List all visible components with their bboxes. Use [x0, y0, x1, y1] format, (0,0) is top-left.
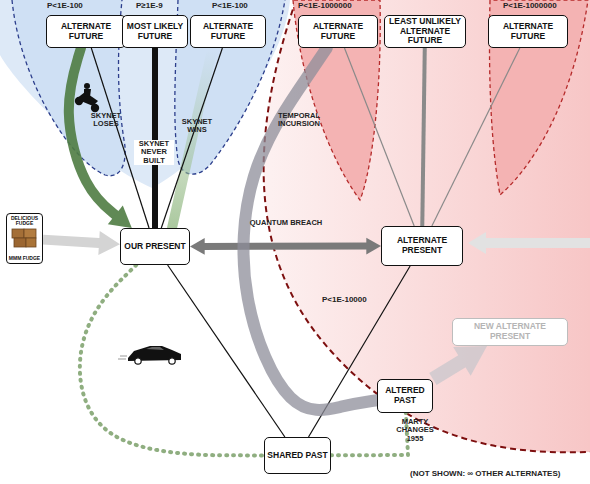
connector [190, 238, 381, 255]
connector [243, 48, 377, 410]
connector-line [161, 48, 222, 228]
future-region [293, 0, 380, 200]
node-text: ALTERNATE FUTURE [49, 22, 123, 41]
connector [80, 265, 264, 455]
motorcycle-silhouette [75, 83, 99, 112]
node-text: ALTERNATE PRESENT [384, 236, 460, 255]
connector-line [80, 265, 264, 455]
arrow-head [453, 346, 487, 376]
edge-label: SKYNET NEVER BUILT [134, 140, 174, 165]
future-box: ALTERNATE FUTURE [190, 15, 266, 48]
footnote: (NOT SHOWN: ∞ OTHER ALTERNATES) [410, 470, 560, 479]
faded-present-box: NEW ALTERNATE PRESENT [452, 318, 568, 346]
connector [161, 48, 222, 228]
future-box: ALTERNATE FUTURE [488, 15, 568, 48]
present-box: ALTERNATE PRESENT [381, 226, 463, 266]
connector [422, 48, 424, 226]
edge-label: TEMPORAL INCURSION [266, 112, 332, 129]
connector-line [243, 48, 377, 410]
connector-line [152, 48, 158, 228]
edge-label: SKYNET LOSES [86, 112, 126, 129]
node-text: ALTERNATE FUTURE [491, 22, 565, 41]
probability-label: P<1E-100 [212, 2, 248, 11]
connector-line [433, 358, 467, 379]
node-text: MMM FUDGE [9, 256, 40, 261]
arrow-head [108, 206, 132, 228]
node-text: ALTERNATE FUTURE [193, 22, 263, 41]
connector [43, 231, 120, 255]
connector-line [202, 243, 369, 250]
node-text: OUR PRESENT [124, 242, 185, 252]
past-box: SHARED PAST [264, 437, 331, 474]
probability-label: P<1E-1000000 [503, 2, 557, 11]
future-box: LEAST UNLIKELY ALTERNATE FUTURE [384, 15, 466, 48]
arrow-head [98, 231, 120, 255]
node-text: LEAST UNLIKELY ALTERNATE FUTURE [387, 17, 463, 46]
time-machine-car [118, 346, 181, 364]
connector [344, 48, 414, 226]
connector-line [432, 48, 520, 226]
node-text: MOST LIKELY FUTURE [125, 22, 185, 41]
future-region [489, 0, 588, 195]
probability-label: P<1E-1000000 [298, 2, 352, 11]
edge-label: SKYNET WINS [180, 118, 214, 135]
edge-label: QUANTUM BREACH [246, 219, 326, 227]
node-text: DELICIOUS FUDGE [8, 216, 41, 227]
connector [69, 48, 132, 228]
incoming-arrow [484, 238, 590, 248]
connector [155, 48, 156, 228]
connector [432, 48, 520, 226]
connector [433, 346, 487, 379]
arrow-head [366, 238, 381, 255]
future-box: MOST LIKELY FUTURE [122, 15, 188, 48]
edge-label: MARTY CHANGES 1955 [392, 418, 438, 443]
probability-label: P<1E-100 [47, 2, 83, 11]
node-text: SHARED PAST [267, 451, 327, 461]
arrow-head [190, 238, 205, 255]
node-text: ALTERED PAST [380, 386, 430, 405]
present-box: OUR PRESENT [120, 228, 190, 265]
node-text: NEW ALTERNATE PRESENT [455, 322, 565, 341]
connector-line [422, 48, 424, 226]
connector-line [344, 48, 414, 226]
probability-label: P<1E-10000 [322, 296, 367, 305]
probable-region [0, 0, 290, 188]
future-box: ALTERNATE FUTURE [298, 15, 378, 48]
node-text: ALTERNATE FUTURE [301, 22, 375, 41]
incoming-arrow-head [468, 232, 486, 254]
future-box: ALTERNATE FUTURE [46, 15, 126, 48]
connector-line [69, 48, 119, 218]
connector-line [43, 240, 103, 244]
probability-label: P≥1E-9 [136, 2, 163, 11]
fudge-box: DELICIOUS FUDGE MMM FUDGE [6, 213, 43, 264]
past-box: ALTERED PAST [377, 379, 433, 413]
